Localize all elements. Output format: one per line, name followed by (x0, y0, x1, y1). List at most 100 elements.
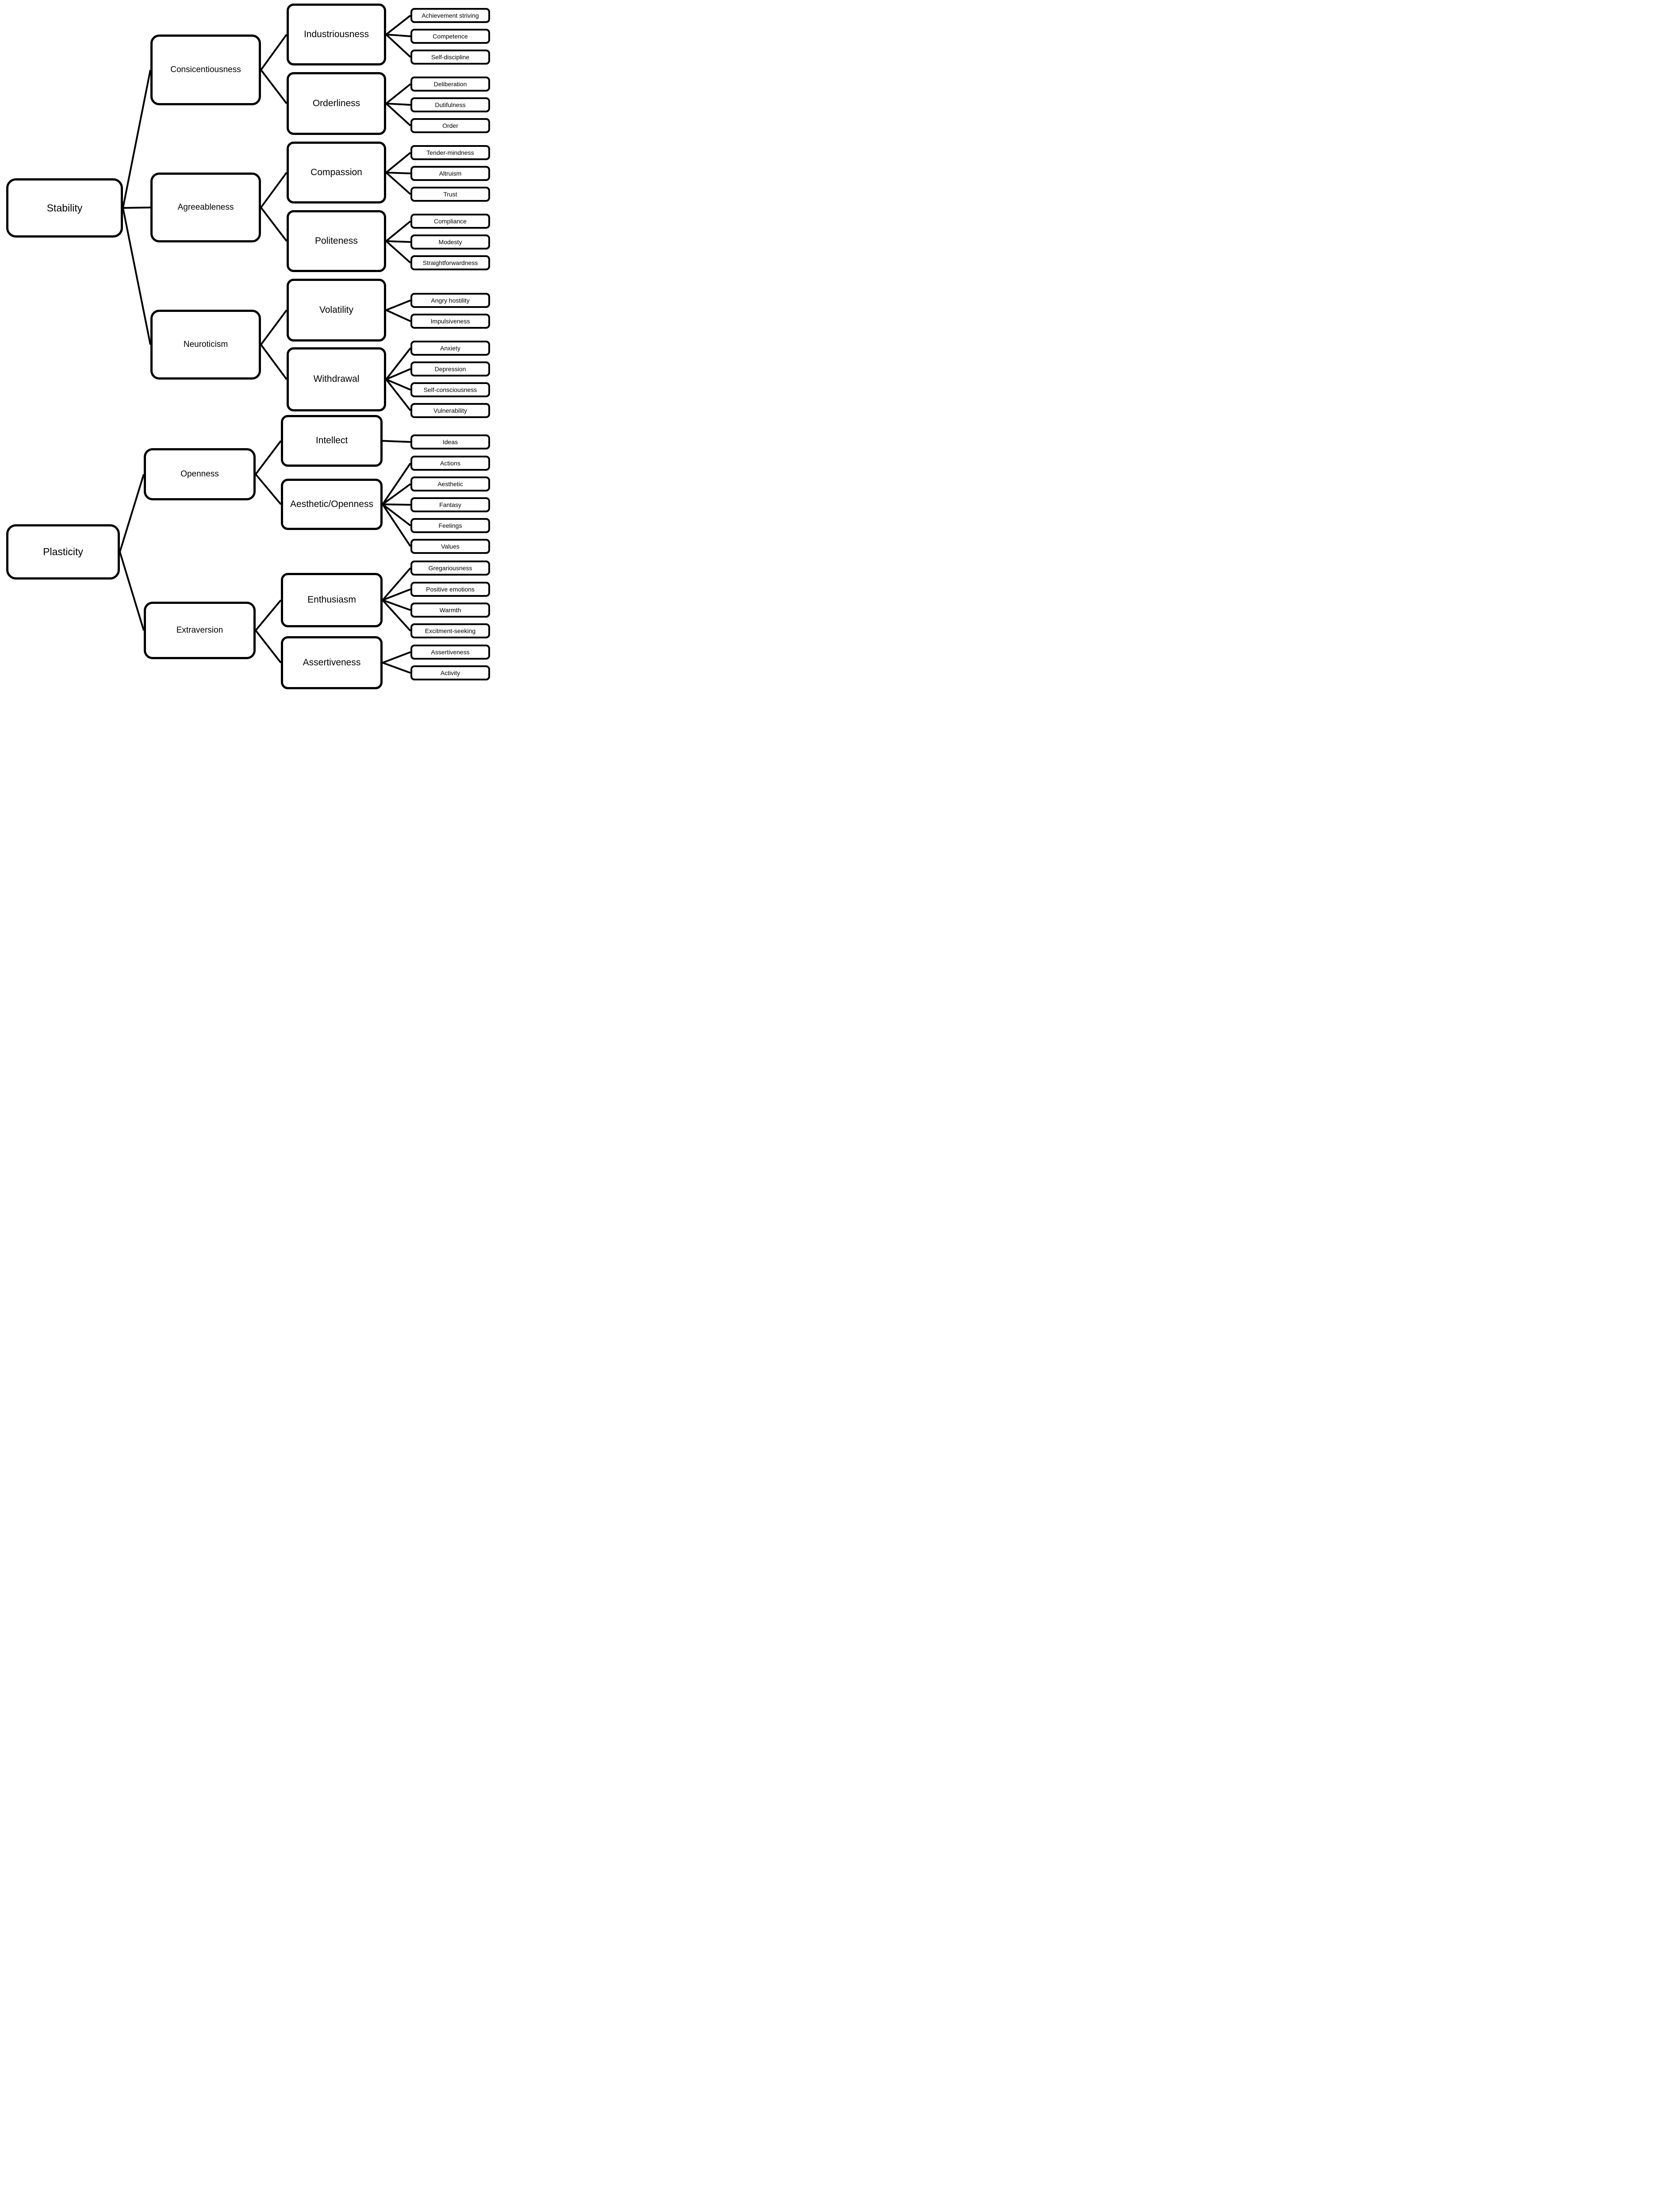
connector-compassion-tender_mindness (385, 152, 411, 173)
order-label: Order (442, 122, 458, 129)
compliance-box: Compliance (410, 214, 490, 229)
connector-aesthetic_openness-values (382, 503, 411, 547)
straightforwardness-box: Straightforwardness (410, 255, 490, 270)
gregariousness-label: Gregariousness (428, 564, 472, 572)
self-discipline-label: Self-discipline (431, 53, 470, 61)
connector-enthusiasm-excitment_seeking (382, 599, 411, 632)
openness-box: Openness (144, 448, 256, 500)
assertiveness-box: Assertiveness (281, 636, 383, 689)
connector-assertiveness-assertiveness_facet (382, 651, 411, 664)
actions-label: Actions (440, 459, 460, 467)
connector-intellect-ideas (382, 440, 411, 443)
connector-industriousness-achievement_striving (385, 15, 411, 35)
actions-box: Actions (410, 456, 490, 471)
trust-box: Trust (410, 187, 490, 202)
deliberation-label: Deliberation (433, 80, 467, 88)
depression-label: Depression (434, 365, 466, 373)
activity-label: Activity (440, 669, 460, 676)
connector-politeness-modesty (386, 240, 411, 243)
connector-enthusiasm-positive_emotions (382, 588, 411, 601)
extraversion-box: Extraversion (144, 602, 256, 659)
aesthetic-label: Aesthetic (437, 480, 463, 488)
plasticity-label: Plasticity (43, 546, 83, 558)
angry-hostility-box: Angry hostility (410, 293, 490, 308)
connector-withdrawal-self_consciousness (386, 378, 411, 391)
orderliness-box: Orderliness (287, 72, 386, 135)
straightforwardness-label: Straightforwardness (422, 259, 478, 266)
connector-volatility-angry_hostility (386, 300, 411, 311)
plasticity-box: Plasticity (6, 524, 120, 580)
connector-volatility-impulsiveness (386, 309, 411, 322)
enthusiasm-box: Enthusiasm (281, 573, 383, 627)
connector-orderliness-dutifulness (386, 103, 411, 106)
connector-extraversion-enthusiasm (255, 599, 282, 631)
dutifulness-label: Dutifulness (435, 101, 466, 108)
consicentiousness-box: Consicentiousness (150, 35, 261, 105)
intellect-label: Intellect (315, 435, 348, 446)
values-label: Values (441, 542, 460, 550)
deliberation-box: Deliberation (410, 77, 490, 92)
stability-box: Stability (6, 178, 123, 238)
connector-withdrawal-vulnerability (385, 379, 411, 411)
connector-stability-agreeableness (123, 207, 151, 209)
withdrawal-box: Withdrawal (287, 347, 386, 411)
assertiveness-facet-box: Assertiveness (410, 645, 490, 660)
aesthetic-openness-label: Aesthetic/Openness (290, 499, 373, 509)
openness-label: Openness (180, 469, 219, 479)
connector-consicentiousness-orderliness (260, 69, 288, 104)
orderliness-label: Orderliness (312, 98, 360, 108)
withdrawal-label: Withdrawal (313, 374, 360, 384)
connector-enthusiasm-warmth (382, 599, 411, 611)
modesty-box: Modesty (410, 234, 490, 250)
ideas-label: Ideas (442, 438, 458, 445)
connector-stability-consicentiousness (122, 69, 151, 208)
values-box: Values (410, 539, 490, 554)
connector-orderliness-order (385, 103, 411, 127)
industriousness-box: Industriousness (287, 4, 386, 65)
activity-box: Activity (410, 665, 490, 680)
neuroticism-label: Neuroticism (183, 340, 228, 349)
connector-withdrawal-depression (386, 368, 411, 380)
connector-agreeableness-politeness (260, 207, 288, 242)
ideas-box: Ideas (410, 434, 490, 449)
connector-industriousness-competence (386, 34, 411, 37)
modesty-label: Modesty (438, 238, 462, 246)
fantasy-label: Fantasy (439, 501, 461, 508)
depression-box: Depression (410, 361, 490, 376)
altruism-box: Altruism (410, 166, 490, 181)
extraversion-label: Extraversion (176, 626, 223, 635)
volatility-label: Volatility (319, 304, 354, 315)
feelings-label: Feelings (438, 522, 462, 529)
compliance-label: Compliance (434, 217, 467, 225)
competence-label: Competence (433, 32, 468, 40)
connector-stability-neuroticism (122, 207, 151, 345)
feelings-box: Feelings (410, 518, 490, 533)
angry-hostility-label: Angry hostility (431, 296, 470, 304)
vulnerability-box: Vulnerability (410, 403, 490, 418)
connector-withdrawal-anxiety (385, 347, 411, 380)
gregariousness-box: Gregariousness (410, 561, 490, 576)
connector-agreeableness-compassion (260, 172, 288, 208)
anxiety-box: Anxiety (410, 341, 490, 356)
connector-aesthetic_openness-fantasy (382, 503, 411, 506)
achievement-striving-label: Achievement striving (422, 12, 479, 19)
order-box: Order (410, 118, 490, 133)
trust-label: Trust (443, 190, 457, 198)
achievement-striving-box: Achievement striving (410, 8, 490, 23)
self-discipline-box: Self-discipline (410, 50, 490, 65)
fantasy-box: Fantasy (410, 497, 490, 512)
connector-orderliness-deliberation (385, 83, 411, 104)
self-consciousness-label: Self-consciousness (423, 386, 477, 393)
positive-emotions-label: Positive emotions (426, 585, 475, 593)
connector-neuroticism-withdrawal (260, 344, 288, 380)
connector-consicentiousness-industriousness (260, 34, 288, 71)
altruism-label: Altruism (439, 169, 462, 177)
tender-mindness-box: Tender-mindness (410, 145, 490, 160)
connector-layer (119, 15, 411, 674)
connector-industriousness-self_discipline (385, 34, 411, 58)
neuroticism-box: Neuroticism (150, 310, 261, 380)
politeness-label: Politeness (315, 235, 358, 246)
competence-box: Competence (410, 29, 490, 44)
agreeableness-label: Agreeableness (177, 203, 234, 212)
